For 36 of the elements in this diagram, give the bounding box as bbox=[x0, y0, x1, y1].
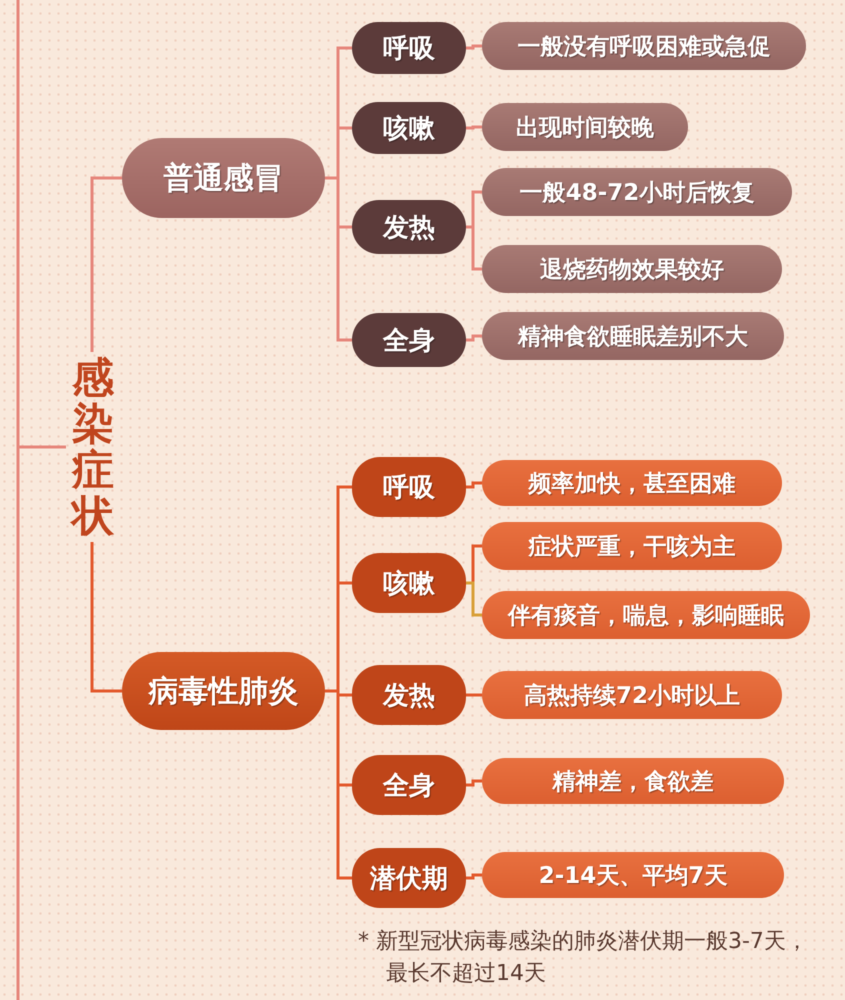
connector-line bbox=[466, 482, 482, 488]
category-box: 普通感冒 bbox=[122, 138, 325, 218]
description-box: 精神差，食欲差 bbox=[482, 758, 784, 804]
vertical-heading: 感染症状 bbox=[66, 352, 120, 542]
connector-line bbox=[466, 44, 482, 50]
symptom-box: 咳嗽 bbox=[352, 102, 466, 154]
footnote: * 新型冠状病毒感染的肺炎潜伏期一般3-7天，最长不超过14天 bbox=[358, 928, 809, 988]
connector-line bbox=[16, 0, 68, 1000]
symptom-box: 呼吸 bbox=[352, 22, 466, 74]
description-box: 出现时间较晚 bbox=[482, 103, 688, 151]
connector-line bbox=[466, 226, 482, 270]
description-box: 高热持续72小时以上 bbox=[482, 671, 782, 719]
connector-line bbox=[90, 542, 122, 692]
symptom-box: 全身 bbox=[352, 313, 466, 367]
connector-line bbox=[466, 126, 482, 130]
connector-line bbox=[466, 334, 482, 342]
connector-line bbox=[466, 582, 482, 616]
description-box: 退烧药物效果较好 bbox=[482, 245, 782, 293]
connector-line bbox=[466, 780, 482, 786]
description-box: 一般没有呼吸困难或急促 bbox=[482, 22, 806, 70]
symptom-box: 发热 bbox=[352, 200, 466, 254]
description-box: 一般48-72小时后恢复 bbox=[482, 168, 792, 216]
description-box: 2-14天、平均7天 bbox=[482, 852, 784, 898]
category-box: 病毒性肺炎 bbox=[122, 652, 325, 730]
connector-line bbox=[466, 874, 482, 880]
symptom-box: 咳嗽 bbox=[352, 553, 466, 613]
connector-line bbox=[90, 176, 122, 352]
symptom-box: 呼吸 bbox=[352, 457, 466, 517]
connector-line bbox=[466, 694, 482, 696]
description-box: 精神食欲睡眠差别不大 bbox=[482, 312, 784, 360]
description-box: 频率加快，甚至困难 bbox=[482, 460, 782, 506]
description-box: 症状严重，干咳为主 bbox=[482, 522, 782, 570]
symptom-box: 全身 bbox=[352, 755, 466, 815]
description-box: 伴有痰音，喘息，影响睡眠 bbox=[482, 591, 810, 639]
symptom-box: 潜伏期 bbox=[352, 848, 466, 908]
symptom-box: 发热 bbox=[352, 665, 466, 725]
